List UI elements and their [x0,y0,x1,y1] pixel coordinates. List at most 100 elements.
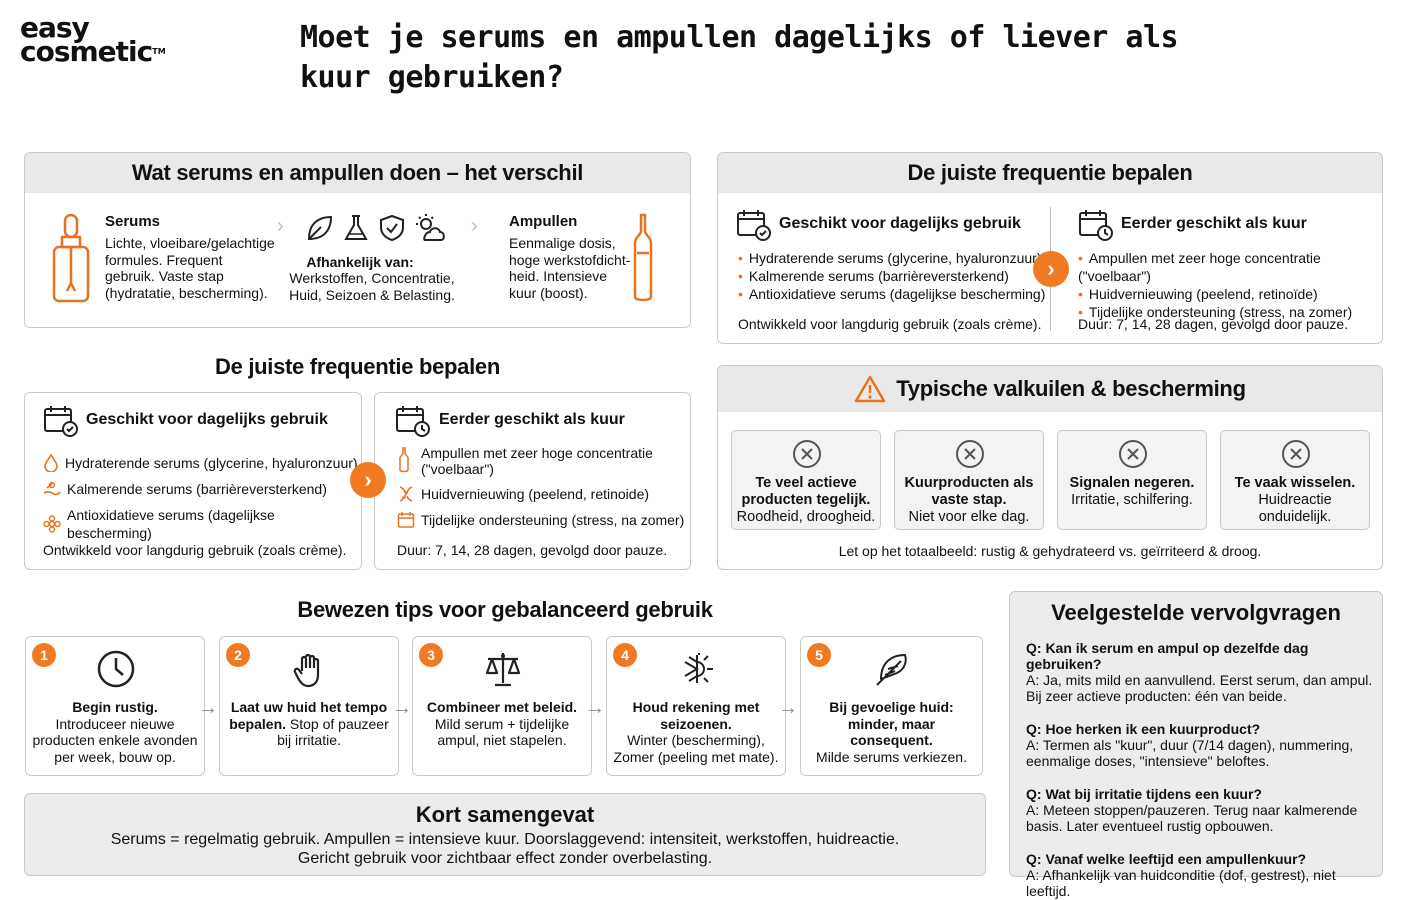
afhankelijk-label: Afhankelijk van: [306,254,414,270]
daily-note: Ontwikkeld voor langdurig gebruik (zoals… [43,542,347,558]
kuur-item-text: Tijdelijke ondersteuning (stress, na zom… [1088,304,1353,320]
pitfall-item: Kuurproducten als vaste stap.Niet voor e… [894,430,1044,530]
valkuilen-header-text: Typische valkuilen & bescherming [896,376,1246,401]
pitfall-desc: Roodheid, droogheid. [736,509,876,525]
faq-item: Q: Wat bij irritatie tijdens een kuur? A… [1026,786,1378,834]
logo-tm: TM [152,47,166,56]
kuur-list: Ampullen met zeer hoge concentratie ("vo… [397,445,687,537]
kuur-item-text: Huidvernieuwing (peelend, retinoide) [421,486,650,502]
tip-number: 5 [807,643,831,667]
tip-card: 4 Houd rekening met seizoenen.Winter (be… [606,636,786,776]
x-circle-icon [956,440,984,468]
logo-line2: cosmeticTM [20,38,166,66]
pitfall-bold: Te veel actieve producten tegelijk. [741,475,871,508]
faq-question: Q: Wat bij irritatie tijdens een kuur? [1026,786,1262,802]
tip-bold: Bij gevoelige huid: minder, maar consequ… [829,699,954,748]
arrow-right-icon: → [778,697,798,719]
calendar-icon [397,512,415,528]
faq-item: Q: Kan ik serum en ampul op dezelfde dag… [1026,640,1378,704]
faq-answer: A: Ja, mits mild en aanvullend. Eerst se… [1026,672,1373,704]
frequentie-left-header: De juiste frequentie bepalen [214,354,500,379]
leaf-icon [307,215,333,241]
kuur-item: •Tijdelijke ondersteuning (stress, na zo… [1078,304,1353,320]
tip-card: 3 Combineer met beleid.Mild serum + tijd… [412,636,592,776]
daily-item-text: Antioxidatieve serums (dagelijkse besche… [748,286,1046,302]
verschil-header: Wat serums en ampullen doen – het versch… [25,153,690,193]
calendar-clock-icon [396,406,430,437]
tip-desc: Introduceer nieuwe producten enkele avon… [32,715,198,765]
pitfall-text: Te veel actieve producten tegelijk.Roodh… [736,475,876,526]
pitfall-text: Te vaak wisselen.Huidreactie onduidelijk… [1225,475,1365,526]
factor-icons [305,213,455,247]
faq-item: Q: Vanaf welke leeftijd een ampullenkuur… [1026,851,1378,899]
serums-text: Lichte, vloeibare/gelachtige formules. F… [105,235,275,301]
soothing-hand-icon [43,481,61,496]
pitfall-item: Te veel actieve producten tegelijk.Roodh… [731,430,881,530]
frequentie-top-header: De juiste frequentie bepalen [718,153,1382,193]
samenvatting-header: Kort samengevat [415,802,595,827]
ampullen-text: Eenmalige dosis, hoge werkstofdicht-heid… [509,235,631,301]
tip-number: 2 [226,643,250,667]
kuur-item: Tijdelijke ondersteuning (stress, na zom… [397,511,687,529]
tip-text: Houd rekening met seizoenen.Winter (besc… [613,699,779,765]
dna-icon [399,486,413,502]
droplet-icon [44,454,58,472]
daily-item: •Kalmerende serums (barrièreversterkend) [738,268,1009,284]
flower-icon [43,515,61,533]
pitfall-bold: Te vaak wisselen. [1234,475,1356,491]
tip-number: 4 [613,643,637,667]
tip-text: Combineer met beleid.Mild serum + tijdel… [419,699,585,749]
kuur-card: Eerder geschikt als kuur Ampullen met ze… [374,392,691,570]
warning-icon [855,375,886,403]
afhankelijk-text: Werkstoffen, Concentratie, Huid, Seizoen… [289,270,455,303]
kuur-note: Duur: 7, 14, 28 dagen, gevolgd door pauz… [397,542,668,558]
faq-card: Veelgestelde vervolgvragen Q: Kan ik ser… [1009,591,1383,899]
pitfall-item: Te vaak wisselen.Huidreactie onduidelijk… [1220,430,1370,530]
kuur-title: Eerder geschikt als kuur [1121,215,1307,232]
daily-item-text: Hydraterende serums (glycerine, hyaluron… [65,455,358,471]
pitfall-text: Kuurproducten als vaste stap.Niet voor e… [899,475,1039,526]
faq-question: Q: Kan ik serum en ampul op dezelfde dag… [1026,640,1309,672]
daily-item: Hydraterende serums (glycerine, hyaluron… [43,454,361,472]
verschil-card: Wat serums en ampullen doen – het versch… [24,152,691,328]
scale-icon [485,653,521,687]
kuur-item: Huidvernieuwing (peelend, retinoide) [397,485,687,503]
pitfall-desc: Niet voor elke dag. [908,509,1030,525]
frequentie-top-card: De juiste frequentie bepalen Geschikt vo… [717,152,1383,344]
arrow-right-icon: → [198,697,218,719]
faq-answer: A: Termen als "kuur", duur (7/14 dagen),… [1026,737,1354,769]
kuur-item-text: Ampullen met zeer hoge concentratie ("vo… [1078,250,1321,284]
daily-item: Kalmerende serums (barrièreversterkend) [43,480,361,498]
pitfall-item: Signalen negeren.Irritatie, schilfering. [1057,430,1207,530]
tip-desc: Mild serum + tijdelijke ampul, niet stap… [434,715,570,749]
tip-number: 1 [32,643,56,667]
kuur-item: •Ampullen met zeer hoge concentratie ("v… [1078,250,1321,284]
hand-icon [293,653,320,688]
ampoule-icon [633,213,653,302]
page-title: Moet je serums en ampullen dagelijks of … [300,20,1179,95]
arrow-right-icon: › [1033,251,1069,287]
faq-question: Q: Hoe herken ik een kuurproduct? [1026,721,1261,737]
valkuilen-footer: Let op het totaalbeeld: rustig & gehydra… [838,543,1262,559]
faq-item: Q: Hoe herken ik een kuurproduct? A: Ter… [1026,721,1378,769]
daily-note: Ontwikkeld voor langdurig gebruik (zoals… [738,316,1042,332]
daily-item-text: Kalmerende serums (barrièreversterkend) [67,481,327,497]
arrow-right-icon: › [350,462,386,498]
dropper-bottle-icon [52,213,90,303]
kuur-list: •Ampullen met zeer hoge concentratie ("v… [1078,249,1378,321]
samenvatting-card: Kort samengevat Serums = regelmatig gebr… [24,793,986,876]
x-circle-icon [793,440,821,468]
daily-list: Hydraterende serums (glycerine, hyaluron… [43,454,361,550]
faq-answer: A: Afhankelijk van huidconditie (dof, ge… [1026,867,1336,899]
daily-item-text: Antioxidatieve serums (dagelijkse besche… [67,507,275,541]
kuur-item: •Huidvernieuwing (peelend, retinoïde) [1078,286,1318,302]
daily-item: •Antioxidatieve serums (dagelijkse besch… [738,286,1046,302]
faq-list: Q: Kan ik serum en ampul op dezelfde dag… [1026,640,1378,899]
tip-text: Begin rustig.Introduceer nieuwe producte… [32,699,198,765]
tip-card: 2 Laat uw huid het tempo bepalen. Stop o… [219,636,399,776]
daily-item-text: Hydraterende serums (glycerine, hyaluron… [748,250,1042,266]
ampoule-icon [399,447,409,473]
tip-text: Bij gevoelige huid: minder, maar consequ… [807,699,976,765]
chevron-right-icon: › [471,215,478,237]
kuur-title: Eerder geschikt als kuur [439,411,625,428]
